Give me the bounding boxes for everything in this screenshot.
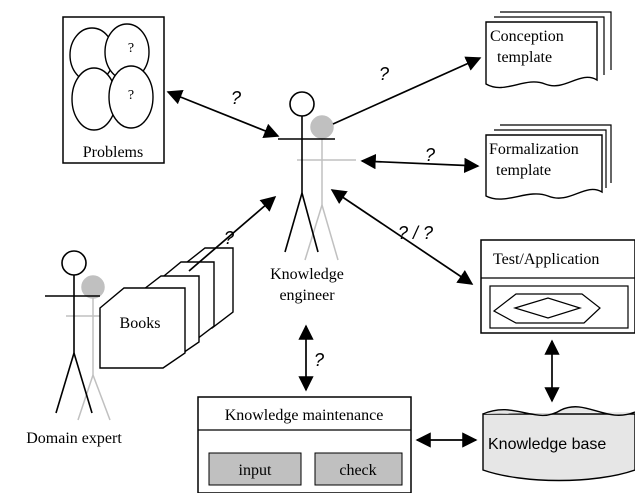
conception-template-document: Conception template <box>485 11 612 89</box>
edge-label-books: ? <box>224 228 234 248</box>
knowledge-engineer-line1: Knowledge <box>270 266 344 283</box>
edge-label-test: ? / ? <box>398 223 433 243</box>
problem-bubbles-icon <box>69 23 154 131</box>
arrow-engineer-formalization <box>360 153 480 174</box>
edge-label-conception: ? <box>379 64 389 84</box>
knowledge-engineer-figure: Knowledge engineer <box>270 91 356 304</box>
knowledge-maintenance-box: Knowledge maintenance input check <box>197 396 412 493</box>
edge-label-maintenance: ? <box>314 350 324 370</box>
conception-template-line2: template <box>497 49 552 66</box>
problem-mark-2: ? <box>128 88 134 103</box>
edge-labels: ? ? ? ? ? / ? ? <box>224 64 435 370</box>
problem-mark-1: ? <box>128 41 134 56</box>
formalization-template-line1: Formalization <box>489 141 579 158</box>
problems-box: ? ? Problems <box>62 16 165 164</box>
knowledge-engineer-shadow <box>297 115 356 261</box>
edge-label-formalization: ? <box>425 145 435 165</box>
test-application-screen-icon <box>489 285 629 329</box>
domain-expert-label: Domain expert <box>26 430 122 447</box>
formalization-template-document: Formalization template <box>485 124 612 200</box>
input-button-label: input <box>239 462 272 479</box>
test-application-label: Test/Application <box>493 251 599 268</box>
knowledge-maintenance-label: Knowledge maintenance <box>225 407 384 424</box>
arrow-engineer-conception <box>332 56 482 125</box>
arrow-engineer-test <box>330 189 474 285</box>
knowledge-engineer-line2: engineer <box>279 287 335 304</box>
knowledge-base-label: Knowledge base <box>488 436 606 453</box>
domain-expert-person <box>45 250 100 414</box>
domain-expert-shadow <box>66 275 125 421</box>
problems-label: Problems <box>83 144 143 161</box>
arrow-problems-engineer <box>166 90 280 138</box>
formalization-template-line2: template <box>496 162 551 179</box>
knowledge-engineer-person <box>278 91 335 253</box>
arrow-books-engineer <box>188 196 277 272</box>
connector-arrows <box>166 56 560 448</box>
books-stack: Books <box>99 247 234 369</box>
conception-template-line1: Conception <box>490 28 564 45</box>
books-label: Books <box>120 315 161 332</box>
input-button[interactable]: input <box>208 452 302 486</box>
check-button-label: check <box>339 462 376 479</box>
domain-expert-figure: Domain expert <box>26 250 125 447</box>
edge-label-problems: ? <box>231 88 241 108</box>
knowledge-base-cylinder: Knowledge base <box>482 406 635 482</box>
check-button[interactable]: check <box>314 452 403 486</box>
test-application-box: Test/Application <box>480 239 635 334</box>
